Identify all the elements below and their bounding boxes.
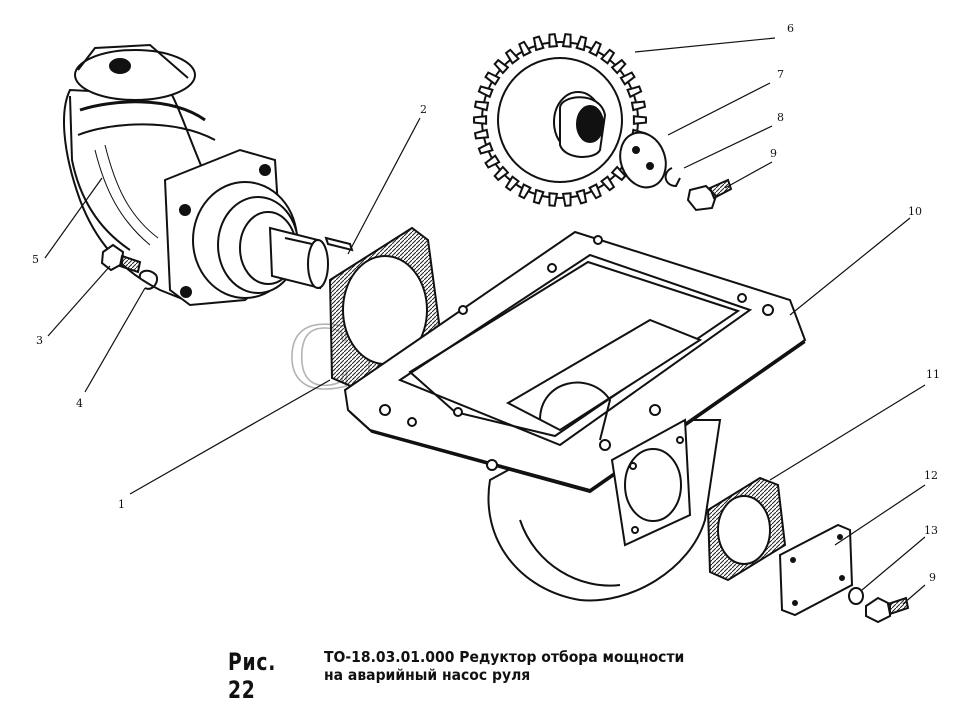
gear-tooth bbox=[588, 40, 602, 57]
callout-10: 10 bbox=[908, 205, 922, 218]
callout-5: 5 bbox=[32, 253, 39, 266]
gear-tooth bbox=[575, 35, 588, 52]
gear-tooth bbox=[493, 58, 510, 75]
callout-13: 13 bbox=[924, 524, 938, 537]
gear-tooth bbox=[473, 128, 490, 140]
gear-tooth bbox=[600, 175, 616, 192]
gear-tooth bbox=[477, 85, 494, 99]
gear-tooth bbox=[473, 115, 488, 125]
callout-9-lower: 9 bbox=[929, 571, 936, 584]
gear-tooth bbox=[610, 165, 627, 182]
gear-tooth bbox=[504, 175, 520, 192]
gear-tooth bbox=[493, 165, 510, 182]
gear-tooth bbox=[532, 35, 545, 52]
gear-tooth bbox=[630, 100, 647, 112]
gear-tooth bbox=[632, 115, 647, 125]
gear-tooth bbox=[548, 33, 559, 48]
bolt-part-3 bbox=[100, 243, 142, 274]
washer-part-4 bbox=[138, 269, 158, 290]
gear-tooth bbox=[518, 183, 532, 200]
gear-tooth bbox=[588, 183, 602, 200]
callout-8: 8 bbox=[777, 111, 784, 124]
callout-7: 7 bbox=[777, 68, 784, 81]
bolt-part-9-upper bbox=[686, 178, 733, 212]
gear-part-6 bbox=[473, 33, 647, 207]
lock-washer-part-8 bbox=[664, 167, 681, 188]
callout-1: 1 bbox=[118, 498, 125, 511]
gear-tooth bbox=[473, 100, 490, 112]
housing-part-10 bbox=[343, 230, 807, 602]
gear-tooth bbox=[477, 141, 494, 155]
figure-number: Рис. 22 bbox=[228, 648, 277, 704]
gear-tooth bbox=[619, 71, 636, 86]
callout-2: 2 bbox=[420, 103, 427, 116]
callout-4: 4 bbox=[76, 397, 83, 410]
callout-12: 12 bbox=[924, 469, 938, 482]
gear-tooth bbox=[600, 48, 616, 65]
callout-3: 3 bbox=[36, 334, 43, 347]
figure-title: ТО-18.03.01.000 Редуктор отбора мощности… bbox=[324, 648, 684, 684]
gear-tooth bbox=[484, 154, 501, 169]
cover-plate-part-12 bbox=[778, 523, 854, 617]
key-part-2 bbox=[324, 236, 354, 252]
plate-part-7 bbox=[619, 131, 667, 189]
gear-tooth bbox=[575, 188, 588, 205]
gear-tooth bbox=[518, 40, 532, 57]
gear-tooth bbox=[532, 188, 545, 205]
callout-labels: 6 7 8 9 10 11 12 13 9 2 5 3 4 1 bbox=[32, 22, 940, 584]
gear-tooth bbox=[548, 192, 559, 207]
callout-11: 11 bbox=[926, 368, 940, 381]
gear-tooth bbox=[561, 192, 572, 207]
gear-tooth bbox=[626, 85, 643, 99]
gear-tooth bbox=[561, 33, 572, 48]
gasket-part-11 bbox=[706, 476, 787, 582]
callout-6: 6 bbox=[787, 22, 794, 35]
bolt-part-9-lower bbox=[865, 596, 910, 624]
leader-lines bbox=[44, 37, 926, 605]
washer-part-13 bbox=[848, 587, 864, 605]
gear-tooth bbox=[610, 58, 627, 75]
gear-tooth bbox=[484, 71, 501, 86]
callout-9-upper: 9 bbox=[770, 147, 777, 160]
gear-tooth bbox=[504, 48, 520, 65]
figure-title-line-1: ТО-18.03.01.000 Редуктор отбора мощности bbox=[324, 648, 685, 666]
pump-part-5 bbox=[63, 43, 329, 307]
figure-title-line-2: на аварийный насос руля bbox=[324, 666, 531, 684]
